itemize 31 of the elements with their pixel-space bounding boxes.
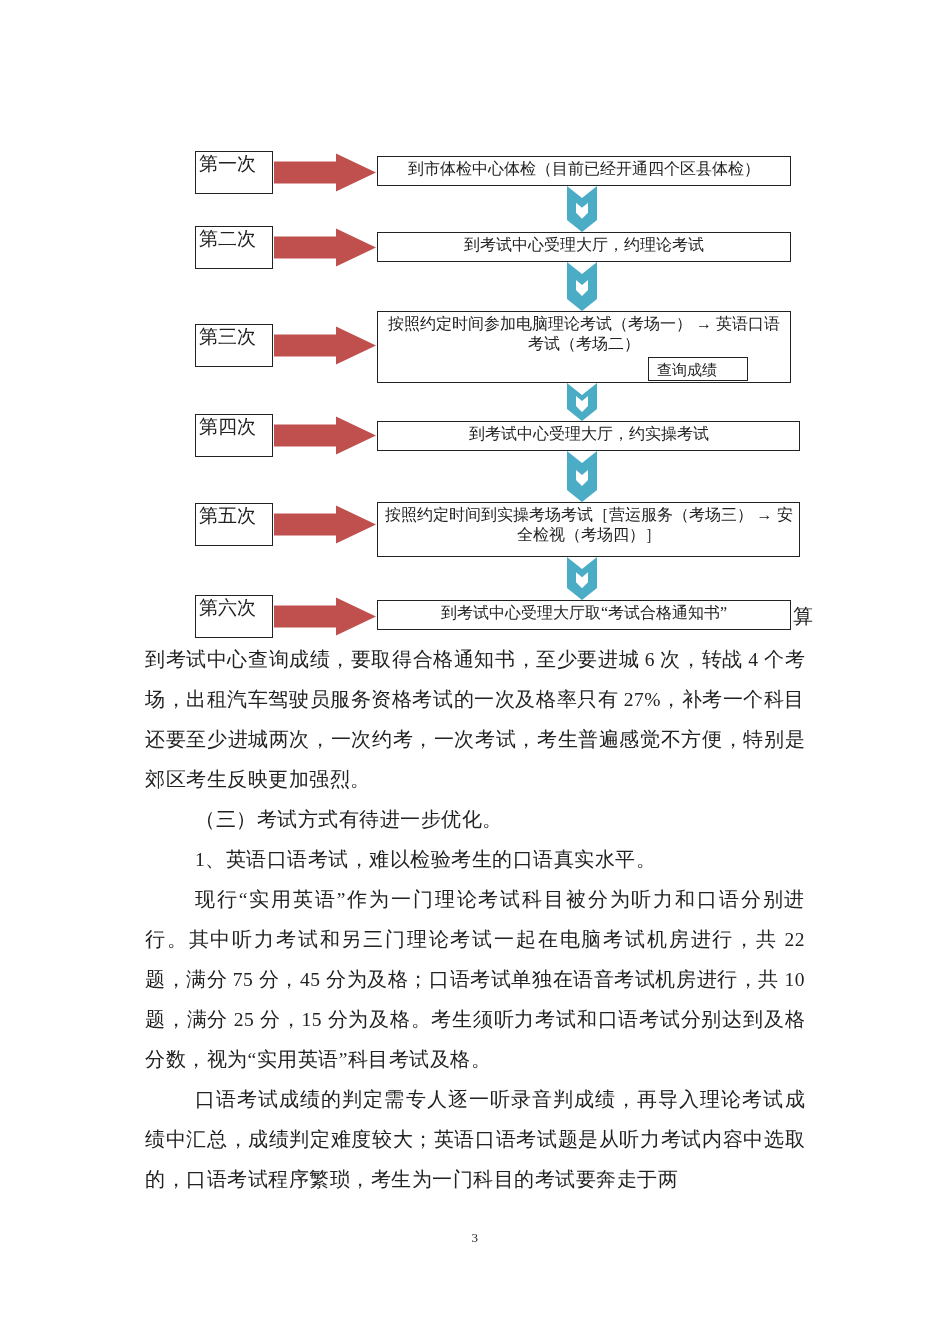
visit-label-box: 第二次: [195, 226, 273, 269]
block-arrow: [274, 416, 376, 455]
visit-label-box: 第四次: [195, 414, 273, 457]
chevron-arrow: [567, 186, 597, 232]
visit-label-box: 第五次: [195, 503, 273, 546]
process-box: 到考试中心受理大厅取“考试合格通知书”: [377, 600, 791, 630]
block-arrow: [274, 228, 376, 267]
section-heading: （三）考试方式有待进一步优化。: [194, 808, 504, 832]
block-arrow: [274, 597, 376, 636]
visit-label-box: 第三次: [195, 324, 273, 367]
block-arrow: [274, 505, 376, 544]
process-box: 到考试中心受理大厅，约理论考试: [377, 232, 791, 262]
page-number: 3: [470, 1229, 480, 1247]
chevron-arrow: [567, 383, 597, 421]
process-box: 到考试中心受理大厅，约实操考试: [377, 421, 800, 451]
process-box: 按照约定时间参加电脑理论考试（考场一） → 英语口语考试（考场二） 查询成绩: [377, 311, 791, 383]
block-arrow: [274, 326, 376, 365]
process-box: 到市体检中心体检（目前已经开通四个区县体检）: [377, 156, 791, 186]
process-box: 按照约定时间到实操考场考试［营运服务（考场三） → 安全检视（考场四）］: [377, 502, 800, 557]
visit-label-box: 第一次: [195, 151, 273, 194]
paragraph: 现行“实用英语”作为一门理论考试科目被分为听力和口语分别进行。其中听力考试和另三门理论考试一起在电脑考试机房进行，共 22 题，满分 75 分，45 分为及格；口语考试单独在语音考试机房进行，共 10 题，满分 25 分，15 分为及格。考生须听力考试和口语考试分别达到及格分数，视为“实用英语”科目考试及格。: [145, 888, 805, 1072]
note-box: 查询成绩: [648, 357, 748, 381]
chevron-arrow: [567, 451, 597, 502]
paragraph: 到考试中心查询成绩，要取得合格通知书，至少要进城 6 次，转战 4 个考场，出租汽车驾驶员服务资格考试的一次及格率只有 27%，补考一个科目还要至少进城两次，一次约考，一次考试，考生普遍感觉不方便，特别是郊区考生反映更加强烈。: [145, 648, 805, 792]
block-arrow: [274, 153, 376, 192]
text-fragment: 算: [793, 605, 815, 629]
chevron-arrow: [567, 557, 597, 600]
section-heading: 1、英语口语考试，难以检验考生的口语真实水平。: [194, 848, 658, 872]
chevron-arrow: [567, 262, 597, 311]
paragraph: 口语考试成绩的判定需专人逐一听录音判成绩，再导入理论考试成绩中汇总，成绩判定难度较大；英语口语考试题是从听力考试内容中选取的，口语考试程序繁琐，考生为一门科目的考试要奔走于两: [145, 1088, 805, 1192]
visit-label-box: 第六次: [195, 595, 273, 638]
